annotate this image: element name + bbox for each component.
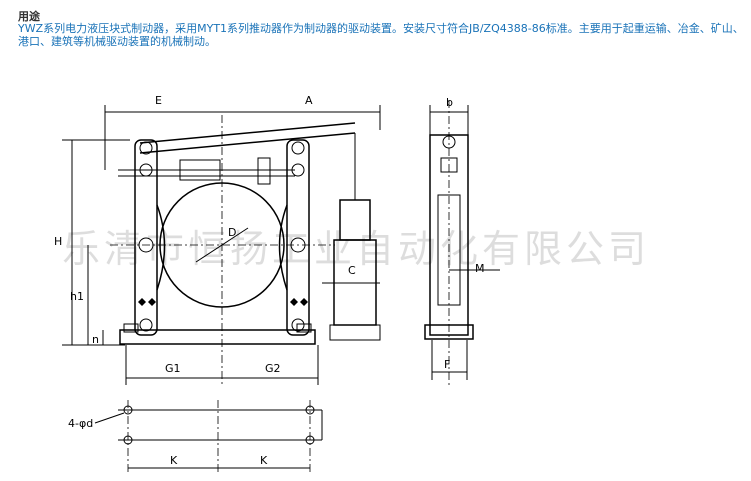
dim-label-b: b [446, 96, 453, 109]
dim-label-M: M [475, 262, 485, 275]
dim-label-G1: G1 [165, 362, 181, 375]
section-heading: 用途 [18, 10, 40, 23]
front-dimensions [62, 105, 381, 385]
dim-label-hole: 4-φd [68, 417, 93, 430]
dim-label-F: F [444, 358, 450, 371]
dim-label-D: D [228, 226, 236, 239]
front-view [110, 115, 381, 385]
dim-label-H: H [54, 235, 62, 248]
dim-label-C: C [348, 264, 356, 277]
dim-label-E: E [155, 94, 162, 107]
foot-hole-plan [94, 400, 323, 475]
dim-label-h1: h1 [70, 290, 84, 303]
dim-label-A: A [305, 94, 313, 107]
dim-label-K-right: K [260, 454, 268, 467]
product-description: YWZ系列电力液压块式制动器，采用MYT1系列推动器作为制动器的驱动装置。安装尺… [18, 22, 744, 48]
dim-label-G2: G2 [265, 362, 281, 375]
dim-label-n: n [92, 333, 99, 346]
company-watermark: 乐清市恒扬工业自动化有限公司 [62, 227, 650, 271]
dim-label-K-left: K [170, 454, 178, 467]
side-view [424, 100, 500, 385]
